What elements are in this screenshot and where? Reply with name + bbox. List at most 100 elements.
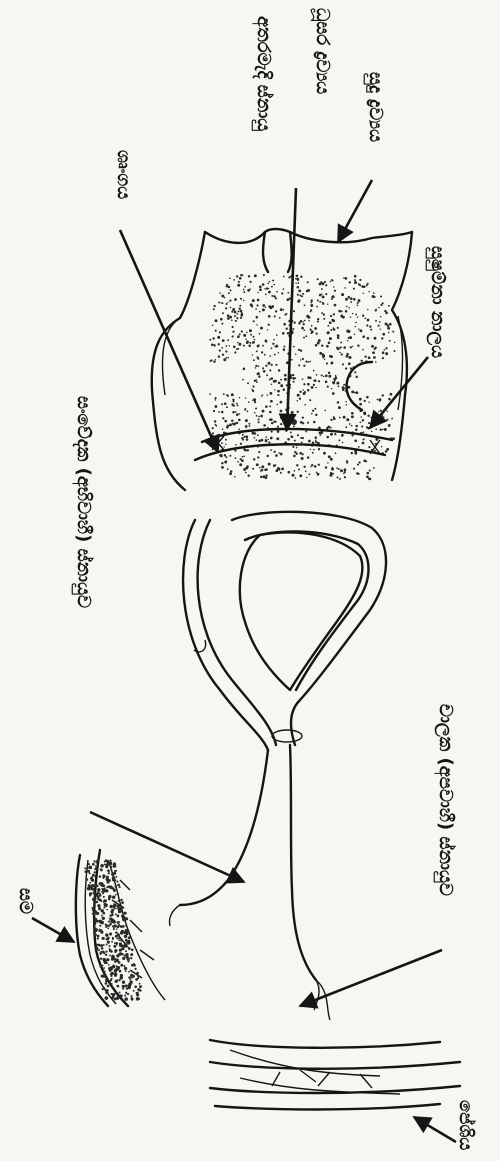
- skin-dot: [114, 969, 117, 972]
- skin-dot: [114, 974, 117, 977]
- stipple-dot: [246, 449, 249, 452]
- stipple-dot: [251, 389, 253, 391]
- stipple-dot: [292, 374, 294, 376]
- stipple-dot: [303, 329, 305, 331]
- stipple-dot: [229, 425, 231, 427]
- skin-dot: [87, 863, 89, 865]
- stipple-dot: [297, 279, 299, 281]
- skin-dot: [106, 909, 108, 911]
- stipple-dot: [358, 283, 359, 284]
- stipple-dot: [321, 432, 323, 434]
- skin-dot: [111, 972, 114, 975]
- skin-dot: [106, 958, 109, 961]
- stipple-dot: [323, 376, 325, 378]
- stipple-dot: [310, 311, 311, 312]
- stipple-dot: [380, 328, 381, 329]
- skin-dot: [109, 886, 113, 890]
- stipple-dot: [271, 347, 273, 349]
- stipple-dot: [323, 318, 325, 320]
- stipple-dot: [214, 399, 216, 401]
- stipple-dot: [378, 307, 380, 309]
- skin-dot: [96, 912, 99, 915]
- stipple-dot: [361, 426, 363, 428]
- stipple-dot: [348, 330, 349, 331]
- stipple-dot: [240, 310, 243, 313]
- stipple-dot: [317, 342, 320, 345]
- stipple-dot: [335, 375, 337, 377]
- stipple-dot: [358, 461, 360, 463]
- stipple-dot: [269, 392, 272, 395]
- skin-dot: [102, 892, 104, 894]
- label-skin: සම: [15, 888, 36, 914]
- stipple-dot: [294, 440, 296, 442]
- stipple-dot: [224, 420, 227, 423]
- stipple-dot: [291, 359, 293, 361]
- stipple-dot: [342, 316, 345, 319]
- skin-dot: [99, 921, 102, 924]
- stipple-dot: [259, 288, 262, 291]
- stipple-dot: [232, 331, 234, 333]
- stipple-dot: [343, 473, 345, 475]
- stipple-dot: [232, 326, 234, 328]
- stipple-dot: [283, 349, 285, 351]
- stipple-dot: [355, 313, 357, 315]
- stipple-dot: [369, 469, 371, 471]
- stipple-dot: [236, 313, 238, 315]
- stipple-dot: [355, 376, 357, 378]
- stipple-dot: [325, 466, 328, 469]
- skin-dot: [99, 906, 101, 908]
- stipple-dot: [302, 437, 304, 439]
- stipple-dot: [265, 436, 267, 438]
- stipple-dot: [327, 325, 329, 327]
- stipple-dot: [253, 458, 255, 460]
- stipple-dot: [353, 468, 355, 470]
- stipple-dot: [363, 438, 365, 440]
- stipple-dot: [370, 329, 372, 331]
- stipple-dot: [379, 321, 381, 323]
- stipple-dot: [218, 355, 220, 357]
- stipple-dot: [281, 468, 284, 471]
- stipple-dot: [283, 388, 286, 391]
- stipple-dot: [373, 292, 375, 294]
- stipple-dot: [300, 359, 301, 360]
- stipple-dot: [363, 293, 364, 294]
- stipple-dot: [382, 333, 385, 336]
- stipple-dot: [330, 472, 332, 474]
- stipple-dot: [213, 344, 215, 346]
- stipple-dot: [220, 454, 223, 457]
- stipple-dot: [315, 387, 317, 389]
- skin-dot: [122, 985, 125, 988]
- skin-dot: [131, 995, 133, 997]
- stipple-dot: [322, 303, 324, 305]
- stipple-dot: [283, 323, 286, 326]
- stipple-dot: [236, 403, 238, 405]
- stipple-dot: [290, 431, 292, 433]
- stipple-dot: [304, 320, 306, 322]
- stipple-dot: [313, 449, 315, 451]
- stipple-dot: [291, 435, 294, 438]
- stipple-dot: [367, 415, 369, 417]
- stipple-dot: [258, 416, 260, 418]
- stipple-dot: [374, 348, 376, 350]
- skin-dot: [114, 960, 117, 963]
- stipple-dot: [275, 364, 277, 366]
- stipple-dot: [352, 346, 353, 347]
- skin-dot: [93, 891, 96, 894]
- stipple-dot: [214, 405, 217, 408]
- stipple-dot: [241, 315, 243, 317]
- stipple-dot: [368, 446, 370, 448]
- stipple-dot: [302, 453, 304, 455]
- stipple-dot: [301, 442, 303, 444]
- skin-dot: [115, 949, 117, 951]
- stipple-dot: [221, 442, 223, 444]
- stipple-dot: [219, 331, 221, 333]
- stipple-dot: [325, 374, 328, 377]
- stipple-dot: [213, 410, 215, 412]
- skin-dot: [116, 881, 118, 883]
- stipple-dot: [350, 316, 351, 317]
- stipple-dot: [343, 346, 346, 349]
- stipple-dot: [238, 428, 240, 430]
- stipple-dot: [305, 430, 307, 432]
- stipple-dot: [215, 330, 217, 332]
- skin-dot: [113, 945, 116, 948]
